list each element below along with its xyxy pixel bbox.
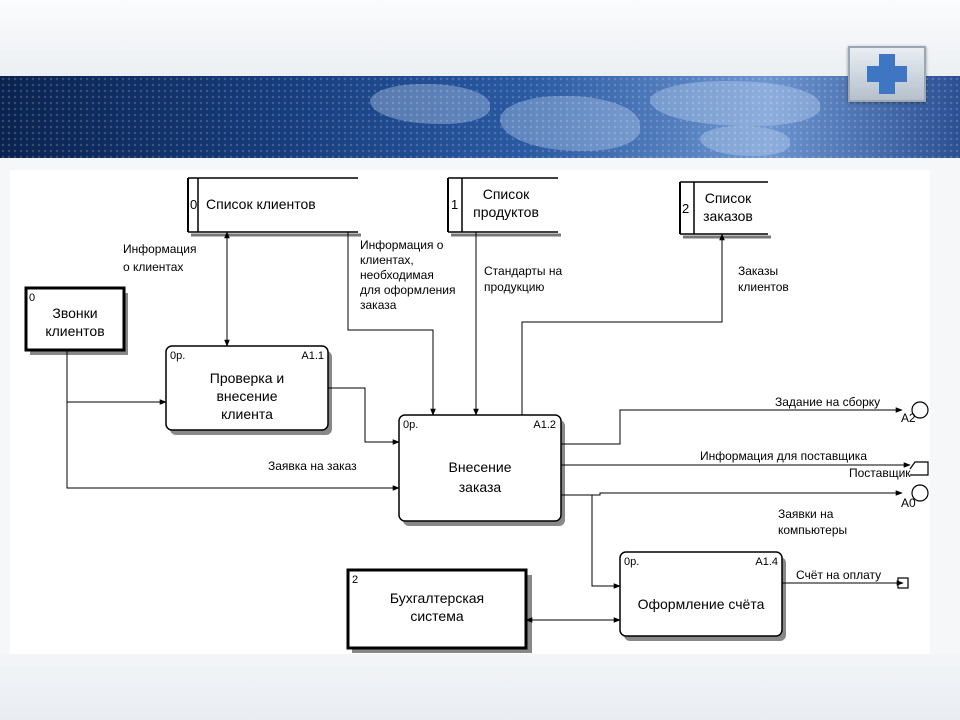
process-label-line: Внесение (449, 459, 512, 475)
label-tunnel-a2: A2 (901, 411, 916, 425)
process-label-line: внесение (216, 388, 277, 404)
external-label-line: система (410, 608, 463, 624)
store-client-list[interactable]: 0 Список клиентов (187, 177, 361, 237)
process-code: A1.4 (755, 556, 778, 568)
process-code: A1.1 (301, 350, 324, 362)
store-label-line: Список (705, 190, 752, 206)
external-accounting-system[interactable]: 2 Бухгалтерская система (346, 568, 532, 653)
arrow-calls-to-check (66, 350, 167, 405)
external-id: 0 (29, 292, 35, 304)
process-label-line: клиента (221, 406, 273, 422)
slide-bottom (0, 654, 960, 720)
label-client-orders-line: клиентов (738, 280, 789, 294)
process-check-client[interactable]: 0р. A1.1 Проверка и внесение клиента (165, 345, 332, 435)
label-client-info-line: о клиентах (123, 260, 183, 274)
store-product-list[interactable]: 1 Список продуктов (447, 177, 561, 237)
label-order-request: Заявка на заказ (268, 459, 357, 473)
label-client-info-needed-line: клиентах, (360, 253, 414, 267)
process-cost: 0р. (170, 350, 185, 362)
process-cost: 0р. (624, 556, 639, 568)
label-computer-requests-line: компьютеры (778, 523, 847, 537)
tunnel-supplier-icon (909, 461, 929, 476)
external-client-calls[interactable]: 0 Звонки клиентов (24, 286, 128, 355)
store-label-line: Список (483, 186, 530, 202)
label-product-standards-line: Стандарты на (484, 264, 562, 278)
label-client-info-line: Информация (123, 242, 196, 256)
tunnel-a0-icon (911, 484, 929, 502)
store-label: Список клиентов (206, 196, 316, 212)
slide-top-bar (0, 0, 960, 76)
arrow-client-orders (521, 233, 725, 415)
external-label-line: Звонки (52, 305, 97, 321)
label-assembly-task: Задание на сборку (775, 395, 880, 409)
arrow-assembly-task (561, 407, 903, 445)
label-supplier-info: Информация для поставщика (700, 449, 867, 463)
tunnel-invoice-icon (897, 577, 909, 589)
process-label-line: Проверка и (210, 370, 284, 386)
arrow-computer-requests (561, 490, 903, 496)
process-label-line: заказа (459, 479, 502, 495)
store-label-line: заказов (703, 208, 753, 224)
process-invoice[interactable]: 0р. A1.4 Оформление счёта (619, 551, 786, 641)
label-client-orders-line: Заказы (738, 264, 778, 278)
arrow-order-request (66, 402, 400, 491)
label-product-standards-line: продукцию (484, 280, 544, 294)
store-id: 2 (682, 201, 689, 216)
label-tunnel-supplier: Поставщик (849, 466, 911, 480)
process-cost: 0р. (403, 419, 418, 431)
arrow-client-info-needed (347, 232, 436, 416)
process-code: A1.2 (533, 419, 556, 431)
store-order-list[interactable]: 2 Список заказов (679, 181, 771, 239)
label-tunnel-a0: A0 (901, 496, 916, 510)
label-client-info-needed-line: Информация о (360, 238, 444, 252)
cross-logo-icon (848, 46, 926, 102)
external-label-line: клиентов (45, 323, 104, 339)
label-client-info-needed-line: заказа (360, 298, 397, 312)
arrow-check-to-order (328, 387, 400, 445)
label-client-info-needed-line: необходимая (360, 268, 434, 282)
label-client-info-needed-line: для оформления (360, 283, 455, 297)
diagram-canvas: 0 Список клиентов 1 Список продуктов 2 С… (10, 170, 930, 654)
arrow-order-to-invoice (591, 495, 621, 589)
process-label: Оформление счёта (638, 596, 765, 612)
external-label-line: Бухгалтерская (390, 590, 484, 606)
idef0-diagram: 0 Список клиентов 1 Список продуктов 2 С… (24, 177, 929, 653)
store-label-line: продуктов (473, 204, 539, 220)
process-enter-order[interactable]: 0р. A1.2 Внесение заказа (398, 414, 565, 526)
arrows (66, 231, 911, 623)
store-id: 1 (451, 197, 458, 212)
label-invoice: Счёт на оплату (796, 568, 881, 582)
label-computer-requests-line: Заявки на (778, 507, 834, 521)
external-id: 2 (352, 574, 358, 586)
store-id: 0 (190, 197, 197, 212)
tunnel-symbols (897, 401, 929, 589)
tunnel-a2-icon (911, 401, 929, 419)
slide-banner (0, 76, 960, 158)
